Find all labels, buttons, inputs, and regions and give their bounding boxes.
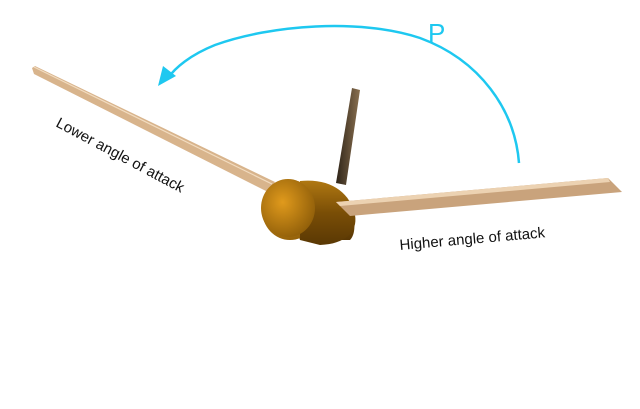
rotation-label: P bbox=[428, 18, 445, 48]
hub-side bbox=[300, 180, 356, 245]
lower-angle-label: Lower angle of attack bbox=[53, 115, 187, 197]
left-blade bbox=[32, 66, 275, 192]
right-blade-highlight bbox=[336, 178, 610, 206]
rear-blade bbox=[336, 88, 360, 185]
right-blade bbox=[336, 178, 622, 216]
rotation-arrow bbox=[166, 24, 521, 164]
higher-angle-label: Higher angle of attack bbox=[399, 224, 546, 254]
arrowhead-icon bbox=[158, 66, 176, 86]
left-blade-highlight bbox=[33, 66, 273, 185]
hub-front bbox=[261, 179, 315, 237]
